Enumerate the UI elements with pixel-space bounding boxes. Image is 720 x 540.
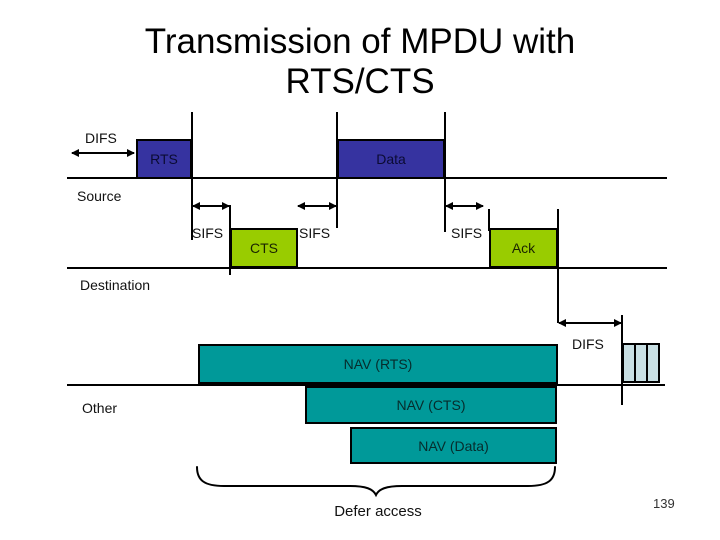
difs-label-other: DIFS xyxy=(572,336,604,352)
defer-access-brace xyxy=(196,466,556,498)
guide-line-data-start xyxy=(336,112,338,228)
guide-line-ack-start xyxy=(488,209,490,231)
sifs-label-3: SIFS xyxy=(451,225,483,241)
sifs-arrow-2 xyxy=(297,202,337,210)
nav-cts-box: NAV (CTS) xyxy=(305,386,557,424)
guide-line-ack-end xyxy=(557,209,559,323)
nav-rts-box-label: NAV (RTS) xyxy=(343,356,413,372)
difs-label-source: DIFS xyxy=(85,130,117,146)
contention-slot xyxy=(646,345,658,381)
destination-timeline xyxy=(67,267,667,269)
destination-label: Destination xyxy=(80,277,151,293)
nav-cts-box-label: NAV (CTS) xyxy=(396,397,466,413)
sifs-arrow-3 xyxy=(445,202,484,210)
sifs-arrow-1 xyxy=(192,202,230,210)
source-label: Source xyxy=(77,188,122,204)
difs-arrow-other xyxy=(558,319,622,327)
data-box: Data xyxy=(337,139,445,179)
rts-box: RTS xyxy=(136,139,192,179)
ack-box: Ack xyxy=(489,228,558,268)
slide-title-line1: Transmission of MPDU with xyxy=(144,22,576,61)
sifs-label-1: SIFS xyxy=(192,225,224,241)
cts-box-label: CTS xyxy=(250,240,278,256)
data-box-label: Data xyxy=(376,151,406,167)
guide-line-data-end xyxy=(444,112,446,232)
other-label: Other xyxy=(82,400,118,416)
rts-box-label: RTS xyxy=(150,151,178,167)
sifs-label-2: SIFS xyxy=(299,225,331,241)
page-number: 139 xyxy=(653,496,675,511)
cts-box: CTS xyxy=(230,228,298,268)
guide-line-rts-end xyxy=(191,112,193,240)
defer-access-label: Defer access xyxy=(334,503,422,520)
contention-slot xyxy=(634,345,646,381)
nav-data-box-label: NAV (Data) xyxy=(418,437,489,454)
nav-rts-box: NAV (RTS) xyxy=(198,344,558,384)
contention-slot xyxy=(624,345,634,381)
difs-arrow-source xyxy=(71,149,135,157)
contention-slots-box xyxy=(622,343,660,383)
slide-title-line2: RTS/CTS xyxy=(285,62,435,101)
source-timeline xyxy=(67,177,667,179)
other-timeline xyxy=(67,384,665,386)
ack-box-label: Ack xyxy=(511,240,536,256)
nav-data-box: NAV (Data) xyxy=(350,427,557,464)
slide-title: Transmission of MPDU with RTS/CTS xyxy=(40,22,680,102)
